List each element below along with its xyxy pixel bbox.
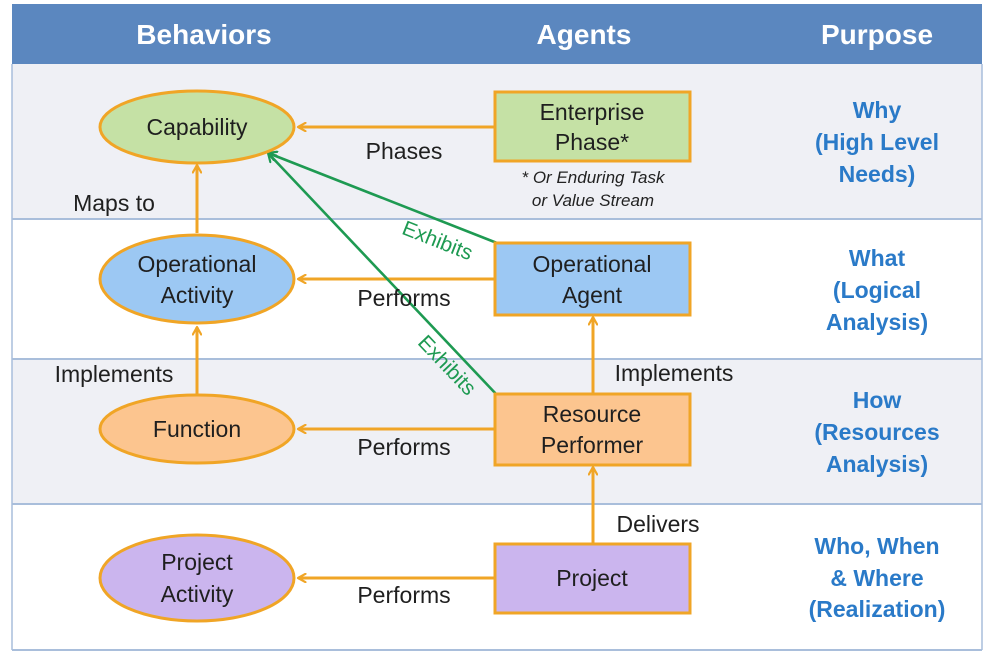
resource-performer-label-1: Resource: [543, 401, 641, 427]
function-node: Function: [98, 393, 296, 465]
project-activity-label-1: Project: [161, 549, 233, 575]
function-label: Function: [153, 416, 241, 442]
label-phases: Phases: [366, 138, 443, 164]
purpose-who-3: (Realization): [809, 596, 946, 622]
operational-agent-node: Operational Agent: [493, 241, 692, 317]
header-agents: Agents: [537, 19, 632, 50]
purpose-what-3: Analysis): [826, 309, 928, 335]
enterprise-note-2: or Value Stream: [532, 191, 654, 210]
label-maps-to: Maps to: [73, 190, 155, 216]
header-behaviors: Behaviors: [136, 19, 271, 50]
enterprise-phase-label-1: Enterprise: [540, 99, 645, 125]
header-purpose: Purpose: [821, 19, 933, 50]
purpose-how-3: Analysis): [826, 451, 928, 477]
purpose-why-2: (High Level: [815, 129, 939, 155]
operational-activity-label-1: Operational: [138, 251, 257, 277]
purpose-who: Who, When & Where (Realization): [809, 533, 946, 622]
label-delivers: Delivers: [616, 511, 699, 537]
purpose-what: What (Logical Analysis): [826, 245, 928, 335]
purpose-who-2: & Where: [830, 565, 923, 591]
capability-node: Capability: [98, 89, 296, 165]
capability-label: Capability: [147, 114, 248, 140]
purpose-how-2: (Resources: [814, 419, 939, 445]
purpose-why-1: Why: [853, 97, 902, 123]
enterprise-phase-label-2: Phase*: [555, 129, 629, 155]
label-performs-1: Performs: [357, 285, 450, 311]
operational-agent-label-2: Agent: [562, 282, 623, 308]
operational-activity-node: Operational Activity: [98, 233, 296, 325]
project-activity-node: Project Activity: [98, 533, 296, 623]
purpose-what-1: What: [849, 245, 906, 271]
purpose-why-3: Needs): [839, 161, 916, 187]
enterprise-phase-node: Enterprise Phase*: [493, 90, 692, 163]
purpose-why: Why (High Level Needs): [815, 97, 939, 187]
resource-performer-label-2: Performer: [541, 432, 644, 458]
purpose-how-1: How: [853, 387, 902, 413]
arrow-exhibits-1: [268, 153, 498, 245]
purpose-who-1: Who, When: [814, 533, 939, 559]
label-performs-2: Performs: [357, 434, 450, 460]
project-activity-label-2: Activity: [161, 581, 234, 607]
label-implements-right: Implements: [615, 360, 734, 386]
purpose-what-2: (Logical: [833, 277, 921, 303]
enterprise-note-1: * Or Enduring Task: [522, 168, 666, 187]
purpose-how: How (Resources Analysis): [814, 387, 939, 477]
operational-activity-label-2: Activity: [161, 282, 234, 308]
project-label: Project: [556, 565, 628, 591]
header-band: [12, 4, 982, 64]
project-node: Project: [493, 542, 692, 615]
resource-performer-node: Resource Performer: [493, 392, 692, 467]
operational-agent-label-1: Operational: [533, 251, 652, 277]
arrow-exhibits-2: [268, 153, 498, 396]
label-implements-left: Implements: [55, 361, 174, 387]
label-performs-3: Performs: [357, 582, 450, 608]
